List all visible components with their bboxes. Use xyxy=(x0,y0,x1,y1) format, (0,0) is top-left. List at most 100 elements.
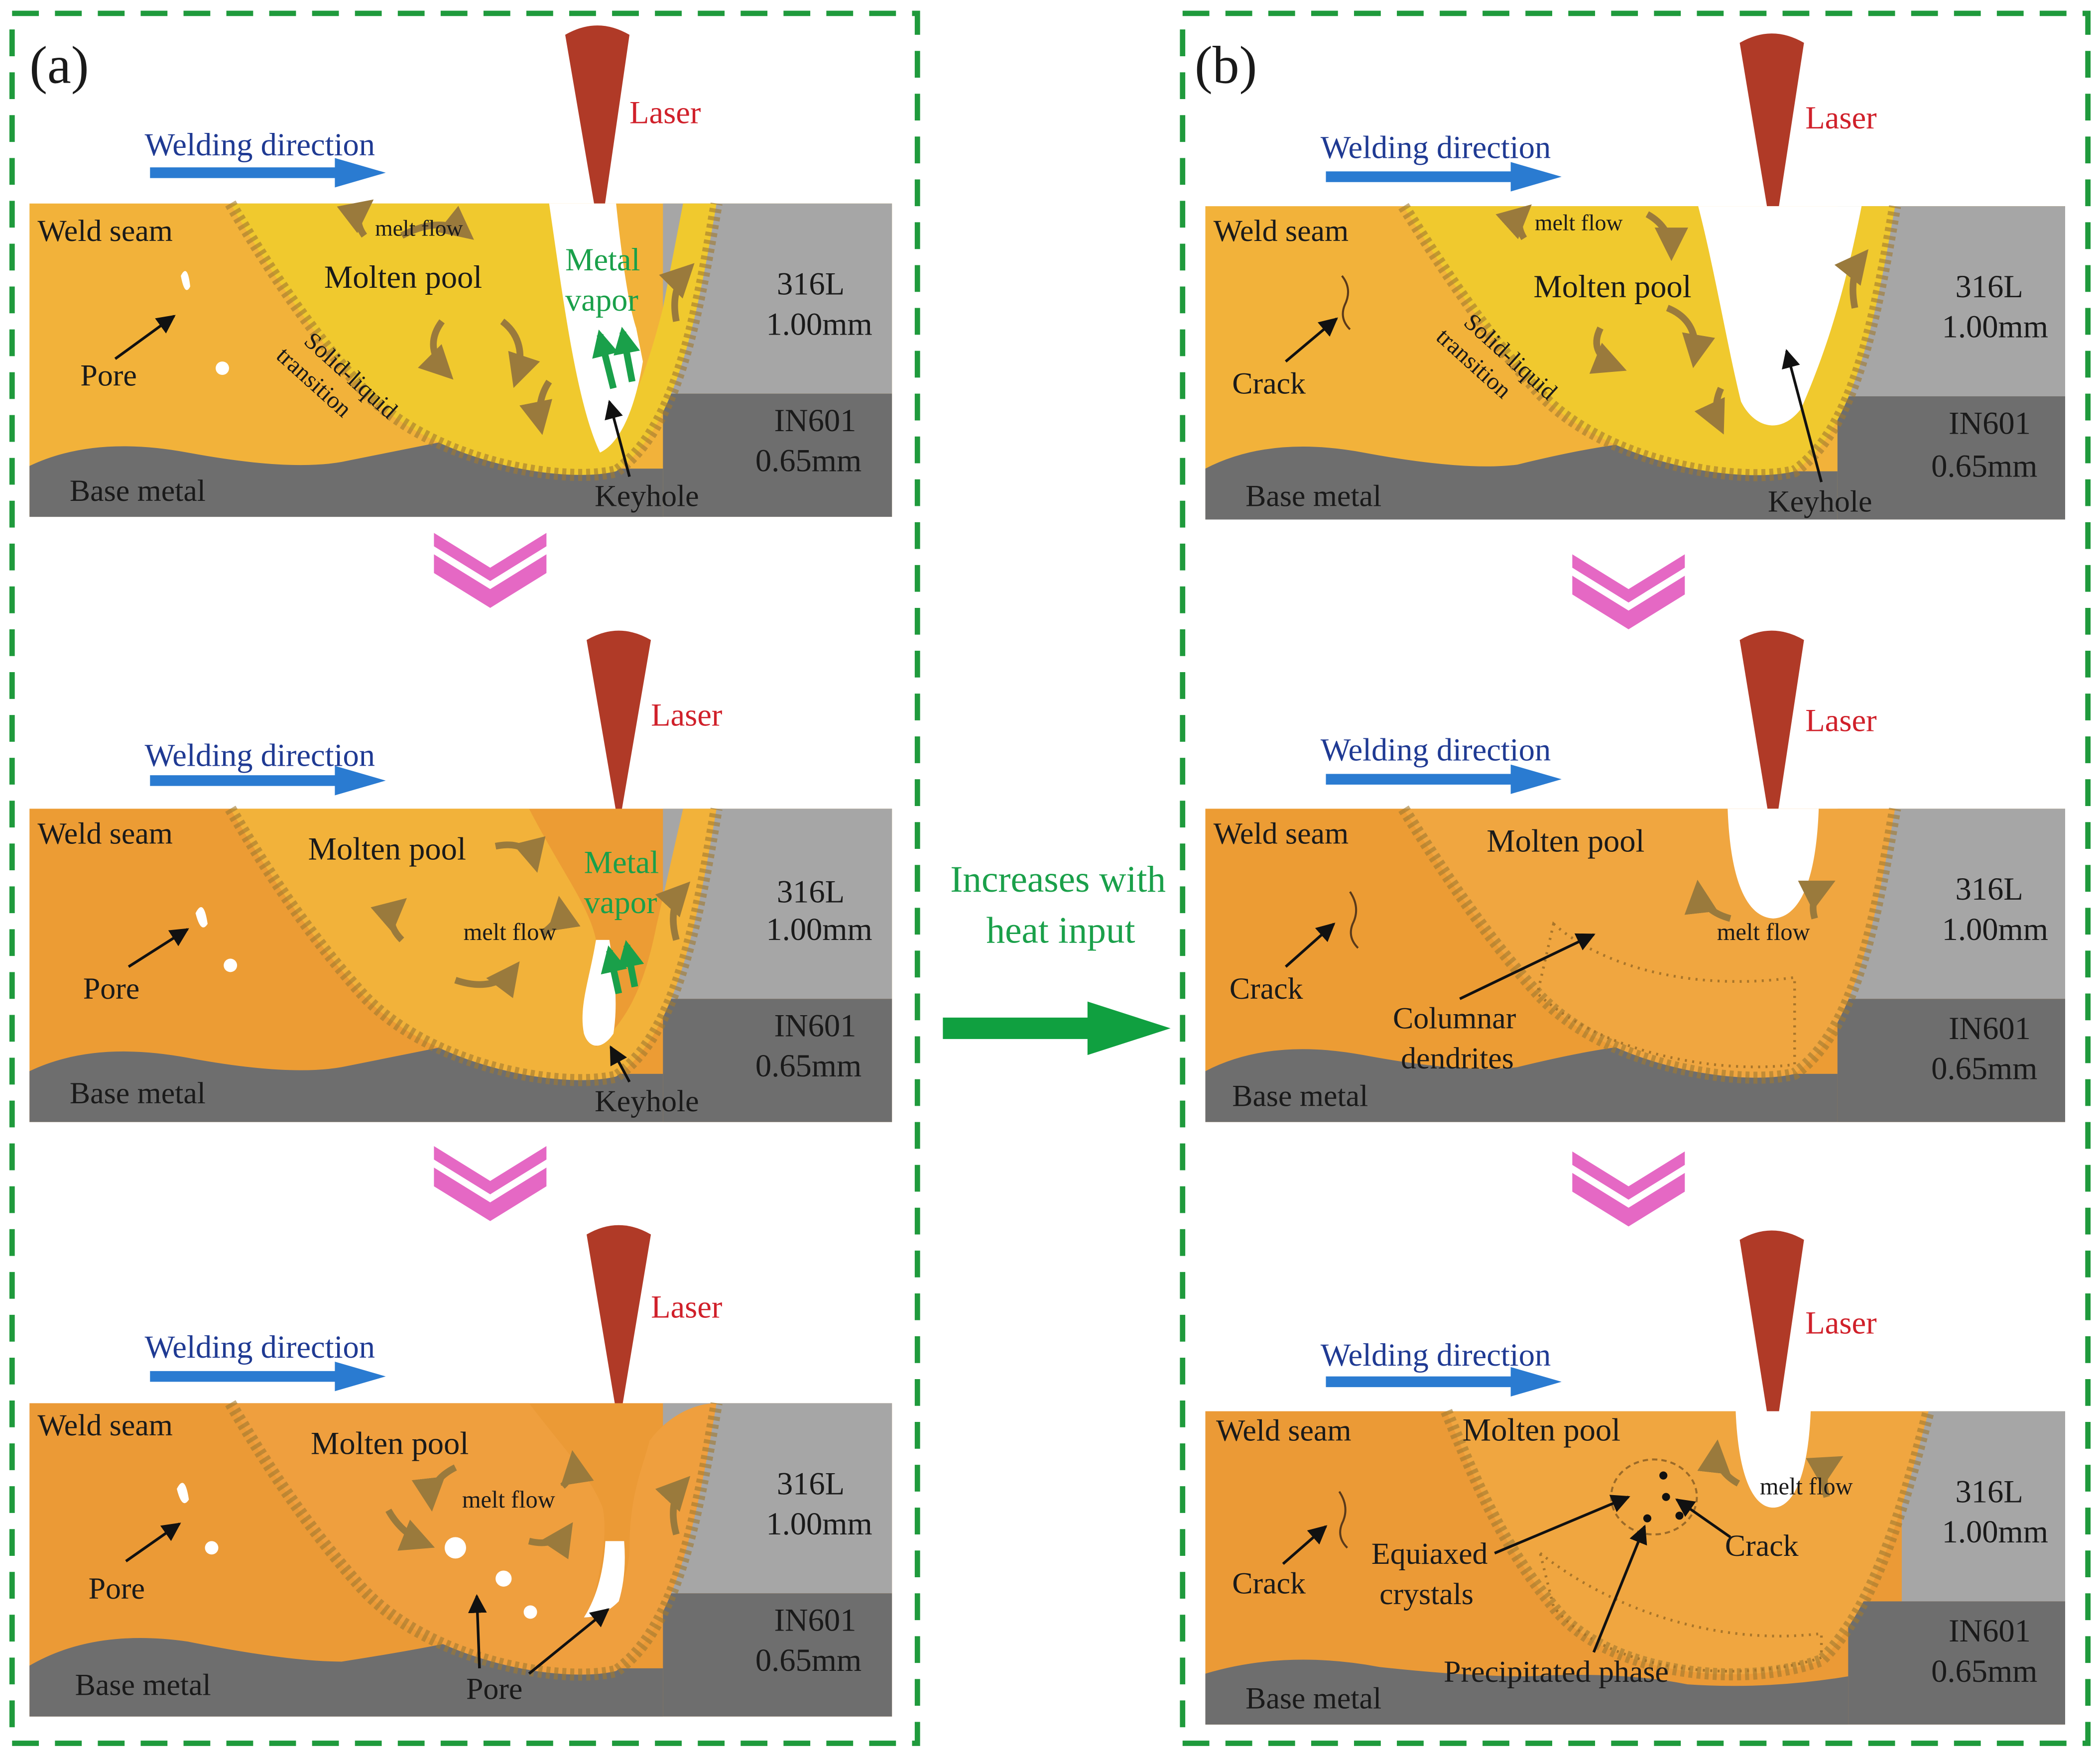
chevron-down-icon xyxy=(1572,554,1685,629)
precipitated-phase-pointer xyxy=(1592,1524,1647,1653)
welding-direction-label: Welding direction xyxy=(145,1329,375,1365)
pore-label-2: Pore xyxy=(466,1672,522,1706)
crack-pointer xyxy=(1285,317,1338,363)
molten-pool-label: Molten pool xyxy=(311,1425,469,1461)
pore-pointer xyxy=(125,1522,181,1562)
stage-a1: Laser Welding direction Weld seam m xyxy=(29,25,892,517)
alloy-name: IN601 xyxy=(1949,405,2031,441)
chevron-down-icon xyxy=(434,1146,547,1221)
crack-label: Crack xyxy=(1230,972,1303,1006)
alloy-thickness: 0.65mm xyxy=(1931,448,2037,483)
alloy-thickness: 0.65mm xyxy=(1931,1051,2037,1086)
alloy-name: IN601 xyxy=(774,402,857,438)
steel-name: 316L xyxy=(1955,1473,2023,1509)
panel-b-frame xyxy=(1180,10,2091,1746)
keyhole-label: Keyhole xyxy=(595,1084,699,1118)
laser-label: Laser xyxy=(1805,100,1876,135)
base-metal-label: Base metal xyxy=(1245,479,1381,513)
weld-cross-section xyxy=(1205,203,2065,520)
equiaxed-crystals-label-1: Equiaxed xyxy=(1371,1537,1488,1571)
melt-flow-label: melt flow xyxy=(1535,210,1622,235)
welding-direction-label: Welding direction xyxy=(1321,1337,1551,1373)
laser-label: Laser xyxy=(629,94,701,130)
steel-thickness: 1.00mm xyxy=(766,1506,872,1541)
steel-name: 316L xyxy=(777,266,845,302)
keyhole-label: Keyhole xyxy=(1768,484,1872,518)
steel-thickness: 1.00mm xyxy=(766,911,872,947)
molten-pool-label: Molten pool xyxy=(1533,268,1691,304)
alloy-thickness: 0.65mm xyxy=(755,1048,862,1083)
welding-direction-arrow xyxy=(150,1362,386,1392)
stage-b2: Laser Welding direction Weld seam Molten… xyxy=(1205,630,2065,1122)
panel-a-label: (a) xyxy=(29,36,89,95)
steel-thickness: 1.00mm xyxy=(1942,1514,2048,1549)
weld-seam-label: Weld seam xyxy=(1214,214,1349,248)
welding-direction-label: Welding direction xyxy=(1321,732,1551,768)
steel-name: 316L xyxy=(777,1465,845,1501)
welding-direction-arrow xyxy=(150,158,386,188)
alloy-thickness: 0.65mm xyxy=(755,1642,862,1678)
welding-direction-label: Welding direction xyxy=(145,126,375,162)
heat-input-label-2: heat input xyxy=(986,910,1135,951)
alloy-name: IN601 xyxy=(1949,1010,2031,1046)
melt-flow-label: melt flow xyxy=(464,919,557,945)
crack-label: Crack xyxy=(1232,367,1306,401)
crack-label-2: Crack xyxy=(1725,1529,1799,1563)
weld-seam-label: Weld seam xyxy=(37,214,173,248)
stage-b1: Laser Welding direction Weld seam melt f… xyxy=(1205,33,2065,520)
weld-cross-section xyxy=(29,1400,892,1717)
alloy-thickness: 0.65mm xyxy=(1931,1653,2037,1689)
equiaxed-crystals-label-2: crystals xyxy=(1379,1577,1474,1611)
weld-seam-label: Weld seam xyxy=(1216,1414,1352,1448)
weld-cross-section xyxy=(29,199,892,517)
laser-beam xyxy=(1739,630,1804,844)
laser-label: Laser xyxy=(1805,1305,1876,1341)
melt-flow-label: melt flow xyxy=(1717,919,1810,945)
laser-label: Laser xyxy=(651,697,722,733)
base-metal-label: Base metal xyxy=(70,1076,206,1110)
laser-beam xyxy=(586,630,651,827)
stage-a2: Laser Welding direction Weld seam Molten… xyxy=(29,630,892,1122)
welding-direction-label: Welding direction xyxy=(1321,129,1551,165)
steel-name: 316L xyxy=(777,874,845,910)
metal-vapor-label-2: vapor xyxy=(584,884,657,920)
chevron-down-icon xyxy=(1572,1151,1685,1227)
pore-pointer-2a xyxy=(468,1594,487,1668)
keyhole-pointer xyxy=(605,400,631,477)
keyhole-pointer xyxy=(1782,349,1823,482)
pore-label: Pore xyxy=(83,972,139,1006)
laser-label: Laser xyxy=(1805,702,1876,738)
weld-cross-section xyxy=(1205,1408,2065,1725)
stage-a3: Laser Welding direction Weld seam M xyxy=(29,1225,892,1717)
weld-cross-section xyxy=(1205,805,2065,1122)
molten-pool-label: Molten pool xyxy=(1463,1412,1620,1448)
metal-vapor-label-1: Metal xyxy=(584,844,659,880)
pore-pointer xyxy=(127,928,189,968)
metal-vapor-label-1: Metal xyxy=(565,241,640,277)
weld-seam-label: Weld seam xyxy=(1214,817,1349,850)
crack-pointer xyxy=(1285,923,1336,968)
alloy-thickness: 0.65mm xyxy=(755,443,862,478)
base-metal-label: Base metal xyxy=(75,1668,211,1702)
welding-direction-arrow xyxy=(1326,162,1562,192)
steel-name: 316L xyxy=(1955,871,2023,907)
equiaxed-crystals-pointer xyxy=(1494,1495,1630,1555)
melt-flow-label: melt flow xyxy=(462,1487,555,1513)
molten-pool-label: Molten pool xyxy=(308,831,466,867)
laser-beam xyxy=(1739,1230,1804,1452)
melt-flow-label: melt flow xyxy=(1760,1473,1853,1500)
pore-pointer xyxy=(114,315,176,360)
base-metal-label: Base metal xyxy=(70,474,206,508)
melt-flow-label: melt flow xyxy=(375,215,463,240)
weld-cross-section xyxy=(29,806,892,1122)
alloy-name: IN601 xyxy=(774,1602,857,1638)
heat-input-label-1: Increases with xyxy=(950,859,1166,900)
laser-beam xyxy=(565,25,630,238)
base-metal-label: Base metal xyxy=(1232,1079,1368,1113)
columnar-dendrites-pointer xyxy=(1459,933,1596,1000)
laser-beam xyxy=(586,1225,651,1427)
columnar-dendrites-label-2: dendrites xyxy=(1401,1042,1514,1075)
crack-label: Crack xyxy=(1232,1566,1306,1600)
metal-vapor-label-2: vapor xyxy=(565,282,638,318)
